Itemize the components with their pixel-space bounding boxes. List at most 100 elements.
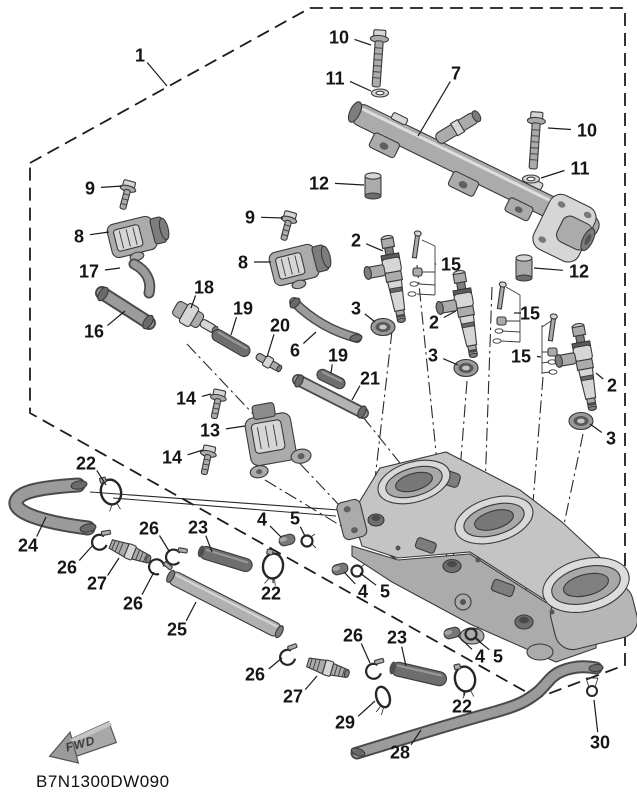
cap-4-c	[442, 625, 462, 641]
callout-leader	[107, 310, 126, 327]
center-line	[112, 497, 337, 517]
callout-4: 4	[457, 635, 485, 667]
callout-leader	[533, 267, 564, 271]
callout-12: 12	[533, 262, 589, 282]
clamp-5-a	[300, 532, 318, 550]
pipe-23-b	[389, 661, 448, 687]
callout-24: 24	[18, 516, 47, 556]
callout-label: 24	[18, 536, 38, 556]
callout-leader	[589, 423, 603, 433]
callout-leader	[330, 364, 333, 374]
callout-11: 11	[540, 159, 590, 179]
callout-leader	[205, 535, 213, 553]
callout-12: 12	[309, 174, 365, 194]
callout-leader	[343, 571, 356, 585]
callout-leader	[443, 310, 457, 319]
pressure-sensor-left	[105, 210, 175, 267]
callout-leader	[185, 601, 197, 622]
assembly-1-border	[29, 7, 626, 699]
callout-leader	[187, 449, 204, 456]
callout-7: 7	[417, 64, 461, 137]
callout-label: 26	[343, 626, 363, 646]
callout-leader	[359, 572, 377, 586]
callout-label: 18	[194, 278, 214, 298]
callout-label: 12	[569, 262, 589, 282]
callout-label: 25	[167, 620, 187, 640]
callout-label: 14	[162, 448, 182, 468]
callout-26: 26	[57, 544, 94, 578]
callout-label: 17	[79, 262, 99, 282]
callout-leader	[360, 643, 371, 664]
callout-16: 16	[84, 310, 126, 342]
pipe-21	[292, 374, 369, 419]
callout-leader	[190, 295, 197, 309]
callout-4: 4	[343, 571, 368, 602]
callout-25: 25	[167, 601, 197, 640]
clip-26-d	[362, 657, 389, 682]
rail-bolt-front	[366, 28, 390, 89]
rail-washer-rear	[521, 174, 541, 184]
callout-leader	[474, 637, 490, 651]
callout-23: 23	[188, 518, 213, 553]
callout-leader	[410, 729, 422, 746]
callout-label: 16	[84, 322, 104, 342]
callout-leader	[36, 516, 47, 537]
sensor-bolt-left	[114, 178, 139, 212]
callout-label: 8	[74, 227, 84, 247]
fuel-rail-end-damper	[532, 193, 597, 263]
callout-1: 1	[135, 46, 168, 87]
callout-15: 15	[514, 304, 540, 324]
callout-label: 14	[176, 389, 196, 409]
fuel-injector-3	[548, 321, 603, 416]
callout-leader	[96, 470, 107, 486]
callout-2: 2	[595, 372, 617, 396]
callout-label: 13	[200, 421, 220, 441]
callout-19: 19	[328, 346, 348, 374]
breather-hose-main	[95, 286, 156, 330]
callout-leader	[547, 127, 572, 131]
callout-leader	[349, 80, 372, 92]
callout-label: 23	[387, 628, 407, 648]
callout-label: 21	[360, 369, 380, 389]
callout-30: 30	[590, 699, 610, 753]
callout-leader	[304, 675, 318, 690]
center-line	[89, 491, 340, 511]
callout-label: 12	[309, 174, 329, 194]
callout-5: 5	[474, 637, 503, 667]
pipe-23-a	[197, 545, 253, 573]
callout-label: 22	[261, 584, 281, 604]
callout-leader	[365, 243, 384, 252]
callout-29: 29	[335, 700, 376, 733]
callout-leader	[354, 38, 372, 46]
callout-leader	[442, 358, 459, 366]
callout-leader	[540, 169, 565, 179]
callout-20: 20	[266, 316, 290, 358]
callout-leader	[302, 331, 317, 344]
callout-label: 19	[233, 299, 253, 319]
callout-leader	[78, 544, 94, 561]
injector-seal-set-1	[407, 230, 436, 297]
callout-label: 3	[606, 429, 616, 449]
callout-label: 27	[87, 574, 107, 594]
callout-label: 4	[475, 647, 485, 667]
diagram-code: B7N1300DW090	[36, 772, 170, 791]
callout-label: 7	[451, 64, 461, 84]
callout-leader	[260, 216, 284, 219]
callout-leader	[334, 182, 365, 186]
callout-leader	[595, 372, 604, 380]
callout-28: 28	[390, 729, 422, 763]
callout-leader	[536, 355, 542, 358]
callout-label: 5	[290, 509, 300, 529]
callout-label: 5	[493, 647, 503, 667]
callout-leader	[364, 313, 376, 323]
callout-9: 9	[245, 208, 284, 228]
callout-leader	[401, 646, 407, 667]
callout-label: 2	[607, 376, 617, 396]
callout-leader	[146, 62, 168, 87]
pipe-25	[166, 569, 284, 639]
callout-23: 23	[387, 628, 407, 667]
callout-leader	[266, 334, 275, 358]
callout-8: 8	[238, 253, 271, 273]
callout-26: 26	[245, 657, 283, 685]
